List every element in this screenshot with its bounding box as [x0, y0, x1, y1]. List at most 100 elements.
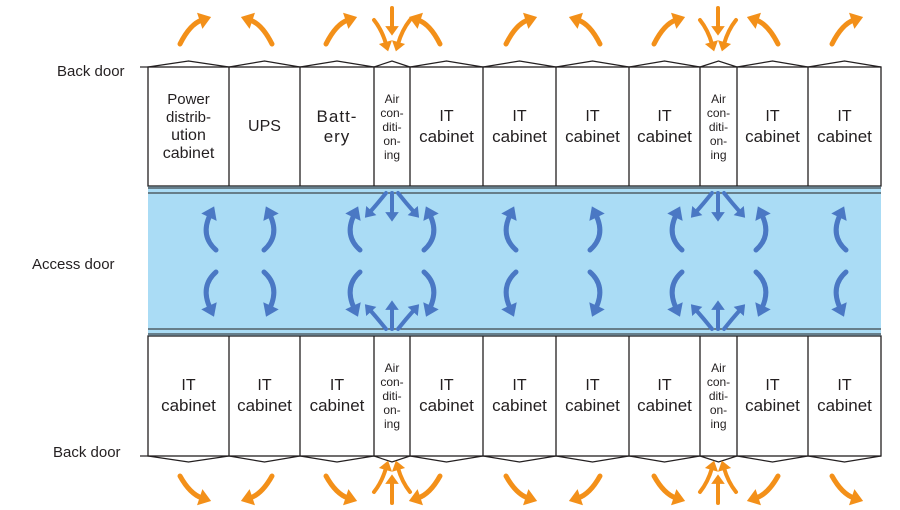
- blue-airflow-arrow-down-head: [589, 302, 605, 317]
- orange-exhaust-arrow-top-head: [568, 12, 583, 29]
- orange-exhaust-arrow-bottom: [651, 473, 679, 501]
- blue-airflow-arrow-down: [503, 269, 519, 311]
- orange-exhaust-arrow-bottom-head: [671, 489, 686, 506]
- back-door-chevron: [409, 455, 484, 463]
- back-door-chevron: [299, 60, 375, 68]
- bottom-cabinet-11: IT cabinet: [808, 336, 881, 456]
- cabinet-label-line: ery: [323, 126, 351, 146]
- cabinet-label-line: cabinet: [237, 396, 292, 415]
- blue-airflow-arrow-down: [587, 269, 603, 311]
- blue-airflow-arrow-up-head: [263, 206, 279, 221]
- cabinet-label-line: Air: [711, 361, 726, 375]
- ac-intake-arrow-top-head: [704, 40, 719, 52]
- cabinet-label-line: IT: [439, 107, 454, 125]
- cabinet-label-line: IT: [181, 377, 196, 394]
- orange-exhaust-arrow-top-head: [197, 12, 212, 29]
- blue-airflow-arrow-up: [347, 212, 363, 253]
- back-door-chevron: [147, 455, 230, 463]
- blue-airflow-arrow-down: [421, 269, 437, 311]
- cabinet-label-line: IT: [657, 377, 672, 394]
- blue-airflow-arrow-up-head: [345, 206, 361, 221]
- cabinet-label-line: cabinet: [492, 396, 547, 415]
- orange-exhaust-arrow-bottom: [415, 473, 443, 501]
- blue-airflow-arrow-up: [587, 212, 603, 253]
- cabinet-label-line: cabinet: [637, 396, 692, 415]
- cabinet-label-line: on-: [709, 133, 728, 148]
- cabinet-label-line: IT: [585, 377, 600, 394]
- orange-exhaust-arrow-bottom-head: [523, 489, 538, 506]
- orange-exhaust-arrow-top-head: [746, 12, 761, 29]
- ac-blue-arrow-head: [690, 206, 703, 218]
- ac-intake-arrow-bottom: [372, 466, 388, 494]
- cabinet-label-line: cabinet: [419, 396, 474, 415]
- cabinet-label-line: UPS: [248, 118, 281, 135]
- ac-blue-arrow: [368, 308, 388, 331]
- cabinet-label-line: ing: [383, 417, 400, 431]
- ac-intake-arrow-bottom: [396, 466, 412, 494]
- cabinet-label-line: on-: [383, 133, 401, 148]
- ac-intake-arrow-top-head: [378, 40, 393, 52]
- orange-exhaust-arrow-bottom: [323, 473, 351, 501]
- ac-blue-arrow: [694, 308, 714, 331]
- back-door-chevron: [228, 60, 301, 68]
- ac-blue-arrow: [722, 308, 742, 331]
- back-door-chevron: [736, 60, 809, 68]
- blue-airflow-arrow-up-head: [201, 206, 217, 221]
- blue-airflow-arrow-up-head: [423, 206, 439, 221]
- cabinet-label-line: cabinet: [637, 126, 692, 146]
- cabinet-label-line: cabinet: [565, 396, 620, 415]
- cabinet-label-line: IT: [837, 377, 852, 394]
- cabinet-label-line: IT: [329, 377, 345, 394]
- cabinet-label-line: IT: [512, 377, 527, 394]
- bottom-cabinet-6: IT cabinet: [483, 336, 556, 456]
- ac-blue-arrow-head: [385, 212, 399, 222]
- ac-blue-arrow-head: [364, 206, 377, 218]
- cabinet-label-line: IT: [585, 107, 600, 125]
- back-door-chevron: [409, 60, 484, 68]
- orange-exhaust-arrow-bottom: [753, 473, 781, 501]
- ac-blue-arrow: [368, 191, 388, 214]
- orange-exhaust-arrow-bottom-head: [343, 489, 358, 506]
- blue-airflow-arrow-down: [347, 269, 363, 311]
- cabinet-label-line: ution: [171, 126, 206, 144]
- orange-exhaust-arrow-bottom-head: [240, 489, 255, 506]
- cabinet-label-line: IT: [765, 107, 780, 125]
- orange-exhaust-arrow-top: [753, 17, 781, 47]
- cabinet-label-line: ing: [383, 147, 400, 162]
- back-door-chevron: [147, 60, 230, 68]
- back-door-top-label: Back door: [57, 63, 125, 80]
- ac-intake-arrow-bottom-head: [717, 460, 732, 472]
- orange-exhaust-arrow-top: [177, 17, 205, 47]
- orange-exhaust-arrow-bottom-head: [849, 489, 864, 506]
- cabinet-label-line: cabinet: [817, 396, 872, 415]
- orange-exhaust-arrow-top-head: [849, 12, 864, 29]
- blue-airflow-arrow-up-head: [831, 206, 847, 221]
- top-row-outline: [147, 66, 882, 187]
- cabinet-label-line: cabinet: [309, 396, 365, 415]
- cabinet-label-line: Air: [711, 91, 726, 106]
- back-door-chevron: [373, 455, 411, 463]
- orange-exhaust-arrow-bottom-head: [197, 489, 212, 506]
- ac-intake-arrow-top-head: [391, 40, 406, 52]
- top-cabinet-2: UPS: [229, 67, 300, 186]
- back-door-chevron: [373, 60, 411, 68]
- orange-exhaust-arrow-top: [651, 17, 679, 47]
- blue-airflow-arrow-down-head: [755, 302, 771, 317]
- back-door-chevron: [628, 60, 701, 68]
- blue-airflow-arrow-down-head: [201, 302, 217, 317]
- blue-airflow-arrow-up: [261, 212, 277, 253]
- cabinet-label-line: ing: [710, 417, 727, 431]
- blue-airflow-arrow-up: [833, 212, 849, 253]
- blue-airflow-arrow-down: [753, 269, 769, 311]
- blue-airflow-arrow-up: [503, 212, 519, 253]
- orange-exhaust-arrow-top-head: [671, 12, 686, 29]
